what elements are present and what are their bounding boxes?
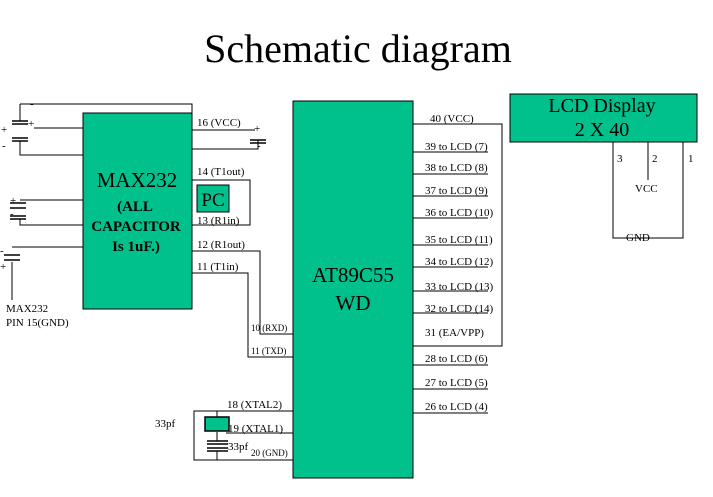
capacitor-symbols — [4, 120, 266, 452]
max232-note-2: CAPACITOR — [91, 219, 181, 235]
max-pin-vcc: 16 (VCC) — [197, 117, 241, 129]
mcu-pin-40: 40 (VCC) — [430, 113, 474, 125]
lcd-block — [509, 93, 698, 143]
polarity-plus: + — [254, 123, 260, 135]
mcu-pin-35: 35 to LCD (11) — [425, 234, 493, 246]
mcu-pin-27: 27 to LCD (5) — [425, 377, 488, 389]
polarity-minus: - — [30, 98, 34, 110]
mcu-pin-39: 39 to LCD (7) — [425, 141, 488, 153]
mcu-pin-31: 31 (EA/VPP) — [425, 327, 484, 339]
max232-chip — [82, 112, 193, 310]
mcu-pin-labels: 10 (RXD) 11 (TXD) 18 (XTAL2) 19 (XTAL1) … — [155, 113, 493, 458]
mcu-suffix: WD — [336, 291, 371, 315]
mcu-pin-xtal1: 19 (XTAL1) — [228, 423, 283, 435]
mcu-pin-rxd: 10 (RXD) — [251, 323, 287, 333]
polarity-minus: - — [10, 208, 14, 220]
polarity-plus: + — [0, 261, 6, 273]
crystal-cap-2: 33pf — [228, 441, 249, 453]
polarity-plus: + — [28, 118, 34, 130]
polarity-plus: + — [1, 124, 7, 136]
max232-pin-labels: 16 (VCC) 14 (T1out) 13 (R1in) 12 (R1out)… — [6, 117, 245, 329]
mcu-pin-37: 37 to LCD (9) — [425, 185, 488, 197]
pc-box — [196, 184, 230, 213]
mcu-pin-gnd: 20 (GND) — [251, 448, 288, 458]
polarity-plus: + — [10, 195, 16, 207]
gnd-note-line2: PIN 15(GND) — [6, 317, 69, 329]
lcd-name: LCD Display — [548, 95, 655, 117]
mcu-pin-36: 36 to LCD (10) — [425, 207, 493, 219]
polarity-minus: - — [257, 140, 261, 152]
lcd-pin-1: 1 — [688, 153, 694, 165]
polarity-minus: - — [2, 140, 6, 152]
max-pin-r1out: 12 (R1out) — [197, 239, 245, 251]
crystal — [204, 416, 230, 432]
polarity-marks: - + + - + - + - - + — [0, 98, 261, 273]
mcu-pin-26: 26 to LCD (4) — [425, 401, 488, 413]
max232-note-1: (ALL — [117, 199, 153, 215]
mcu-pin-33: 33 to LCD (13) — [425, 281, 493, 293]
max232-name: MAX232 — [97, 168, 178, 192]
max-pin-t1in: 11 (T1in) — [197, 261, 239, 273]
mcu-pin-txd: 11 (TXD) — [251, 346, 286, 356]
mcu-pin-38: 38 to LCD (8) — [425, 162, 488, 174]
max232-note-3: Is 1uF.) — [112, 239, 160, 255]
mcu-pin-34: 34 to LCD (12) — [425, 256, 493, 268]
pc-label: PC — [201, 190, 224, 211]
lcd-gnd: GND — [626, 232, 650, 244]
crystal-cap-1: 33pf — [155, 418, 176, 430]
lcd-pin-3: 3 — [617, 153, 623, 165]
mcu-pin-32: 32 to LCD (14) — [425, 303, 493, 315]
mcu-chip — [292, 100, 414, 479]
polarity-minus: - — [0, 245, 4, 257]
lcd-pin-labels: 3 2 1 VCC GND — [617, 153, 694, 244]
gnd-note-line1: MAX232 — [6, 303, 48, 315]
lcd-vcc: VCC — [635, 183, 658, 195]
diagram-title: Schematic diagram — [204, 26, 512, 71]
max-pin-r1in: 13 (R1in) — [197, 215, 240, 227]
lcd-pin-2: 2 — [652, 153, 658, 165]
mcu-name: AT89C55 — [312, 263, 394, 287]
mcu-pin-xtal2: 18 (XTAL2) — [227, 399, 282, 411]
max-pin-t1out: 14 (T1out) — [197, 166, 245, 178]
lcd-size: 2 X 40 — [575, 119, 629, 141]
mcu-pin-28: 28 to LCD (6) — [425, 353, 488, 365]
